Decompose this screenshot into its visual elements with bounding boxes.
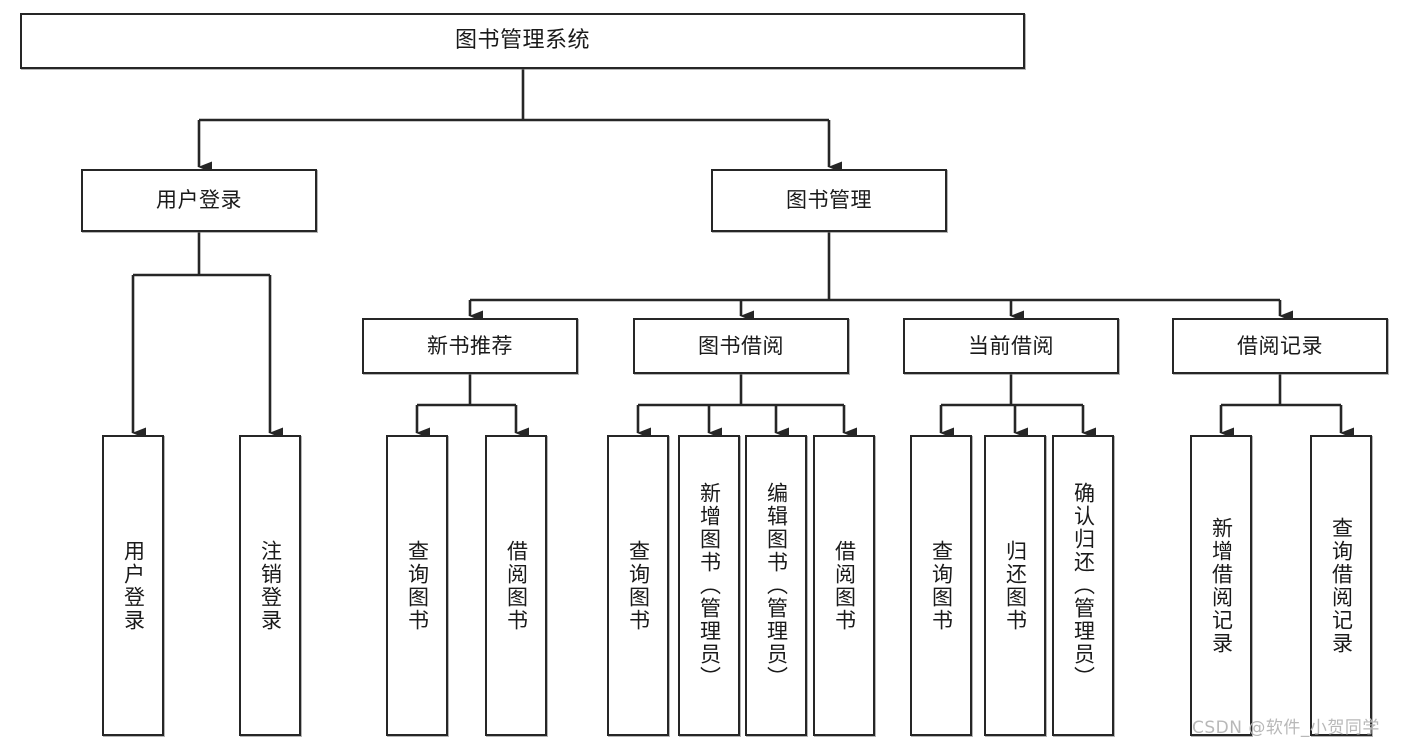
node-leaf-borrow-book-1-label: 借阅图书	[504, 539, 529, 632]
node-leaf-add-book[interactable]: 新增图书（管理员）	[678, 435, 740, 736]
node-leaf-query-record[interactable]: 查询借阅记录	[1310, 435, 1372, 736]
node-leaf-add-record-label: 新增借阅记录	[1209, 516, 1234, 655]
node-leaf-query-book-3-label: 查询图书	[929, 539, 954, 632]
node-root[interactable]: 图书管理系统	[20, 13, 1025, 69]
node-leaf-query-book-1-label: 查询图书	[405, 539, 430, 632]
node-leaf-borrow-book-2-label: 借阅图书	[832, 539, 857, 632]
node-leaf-edit-book[interactable]: 编辑图书（管理员）	[745, 435, 807, 736]
node-leaf-query-book-3[interactable]: 查询图书	[910, 435, 972, 736]
node-book-manage[interactable]: 图书管理	[711, 169, 947, 232]
node-leaf-query-book-2[interactable]: 查询图书	[607, 435, 669, 736]
node-leaf-add-record[interactable]: 新增借阅记录	[1190, 435, 1252, 736]
node-new-book-rec[interactable]: 新书推荐	[362, 318, 578, 374]
node-leaf-borrow-book-1[interactable]: 借阅图书	[485, 435, 547, 736]
node-leaf-query-record-label: 查询借阅记录	[1329, 516, 1354, 655]
node-book-borrow[interactable]: 图书借阅	[633, 318, 849, 374]
node-user-login-label: 用户登录	[156, 188, 242, 213]
node-leaf-borrow-book-2[interactable]: 借阅图书	[813, 435, 875, 736]
node-leaf-add-book-label: 新增图书（管理员）	[697, 482, 722, 689]
node-book-borrow-label: 图书借阅	[698, 333, 784, 358]
node-leaf-query-book-1[interactable]: 查询图书	[386, 435, 448, 736]
node-borrow-record-label: 借阅记录	[1237, 333, 1323, 358]
node-book-manage-label: 图书管理	[786, 188, 872, 213]
node-user-login[interactable]: 用户登录	[81, 169, 317, 232]
node-leaf-return-book-label: 归还图书	[1003, 539, 1028, 632]
node-root-label: 图书管理系统	[454, 28, 590, 54]
node-leaf-logout-label: 注销登录	[258, 539, 283, 632]
node-new-book-rec-label: 新书推荐	[427, 333, 513, 358]
csdn-watermark: CSDN @软件_小贺同学	[1192, 718, 1380, 738]
node-leaf-user-login-label: 用户登录	[121, 539, 146, 632]
node-borrow-record[interactable]: 借阅记录	[1172, 318, 1388, 374]
node-leaf-confirm-return[interactable]: 确认归还（管理员）	[1052, 435, 1114, 736]
node-current-borrow[interactable]: 当前借阅	[903, 318, 1119, 374]
node-leaf-logout[interactable]: 注销登录	[239, 435, 301, 736]
node-current-borrow-label: 当前借阅	[968, 333, 1054, 358]
node-leaf-confirm-return-label: 确认归还（管理员）	[1071, 482, 1096, 689]
node-leaf-user-login[interactable]: 用户登录	[102, 435, 164, 736]
node-leaf-query-book-2-label: 查询图书	[626, 539, 651, 632]
node-leaf-edit-book-label: 编辑图书（管理员）	[764, 482, 789, 689]
node-leaf-return-book[interactable]: 归还图书	[984, 435, 1046, 736]
